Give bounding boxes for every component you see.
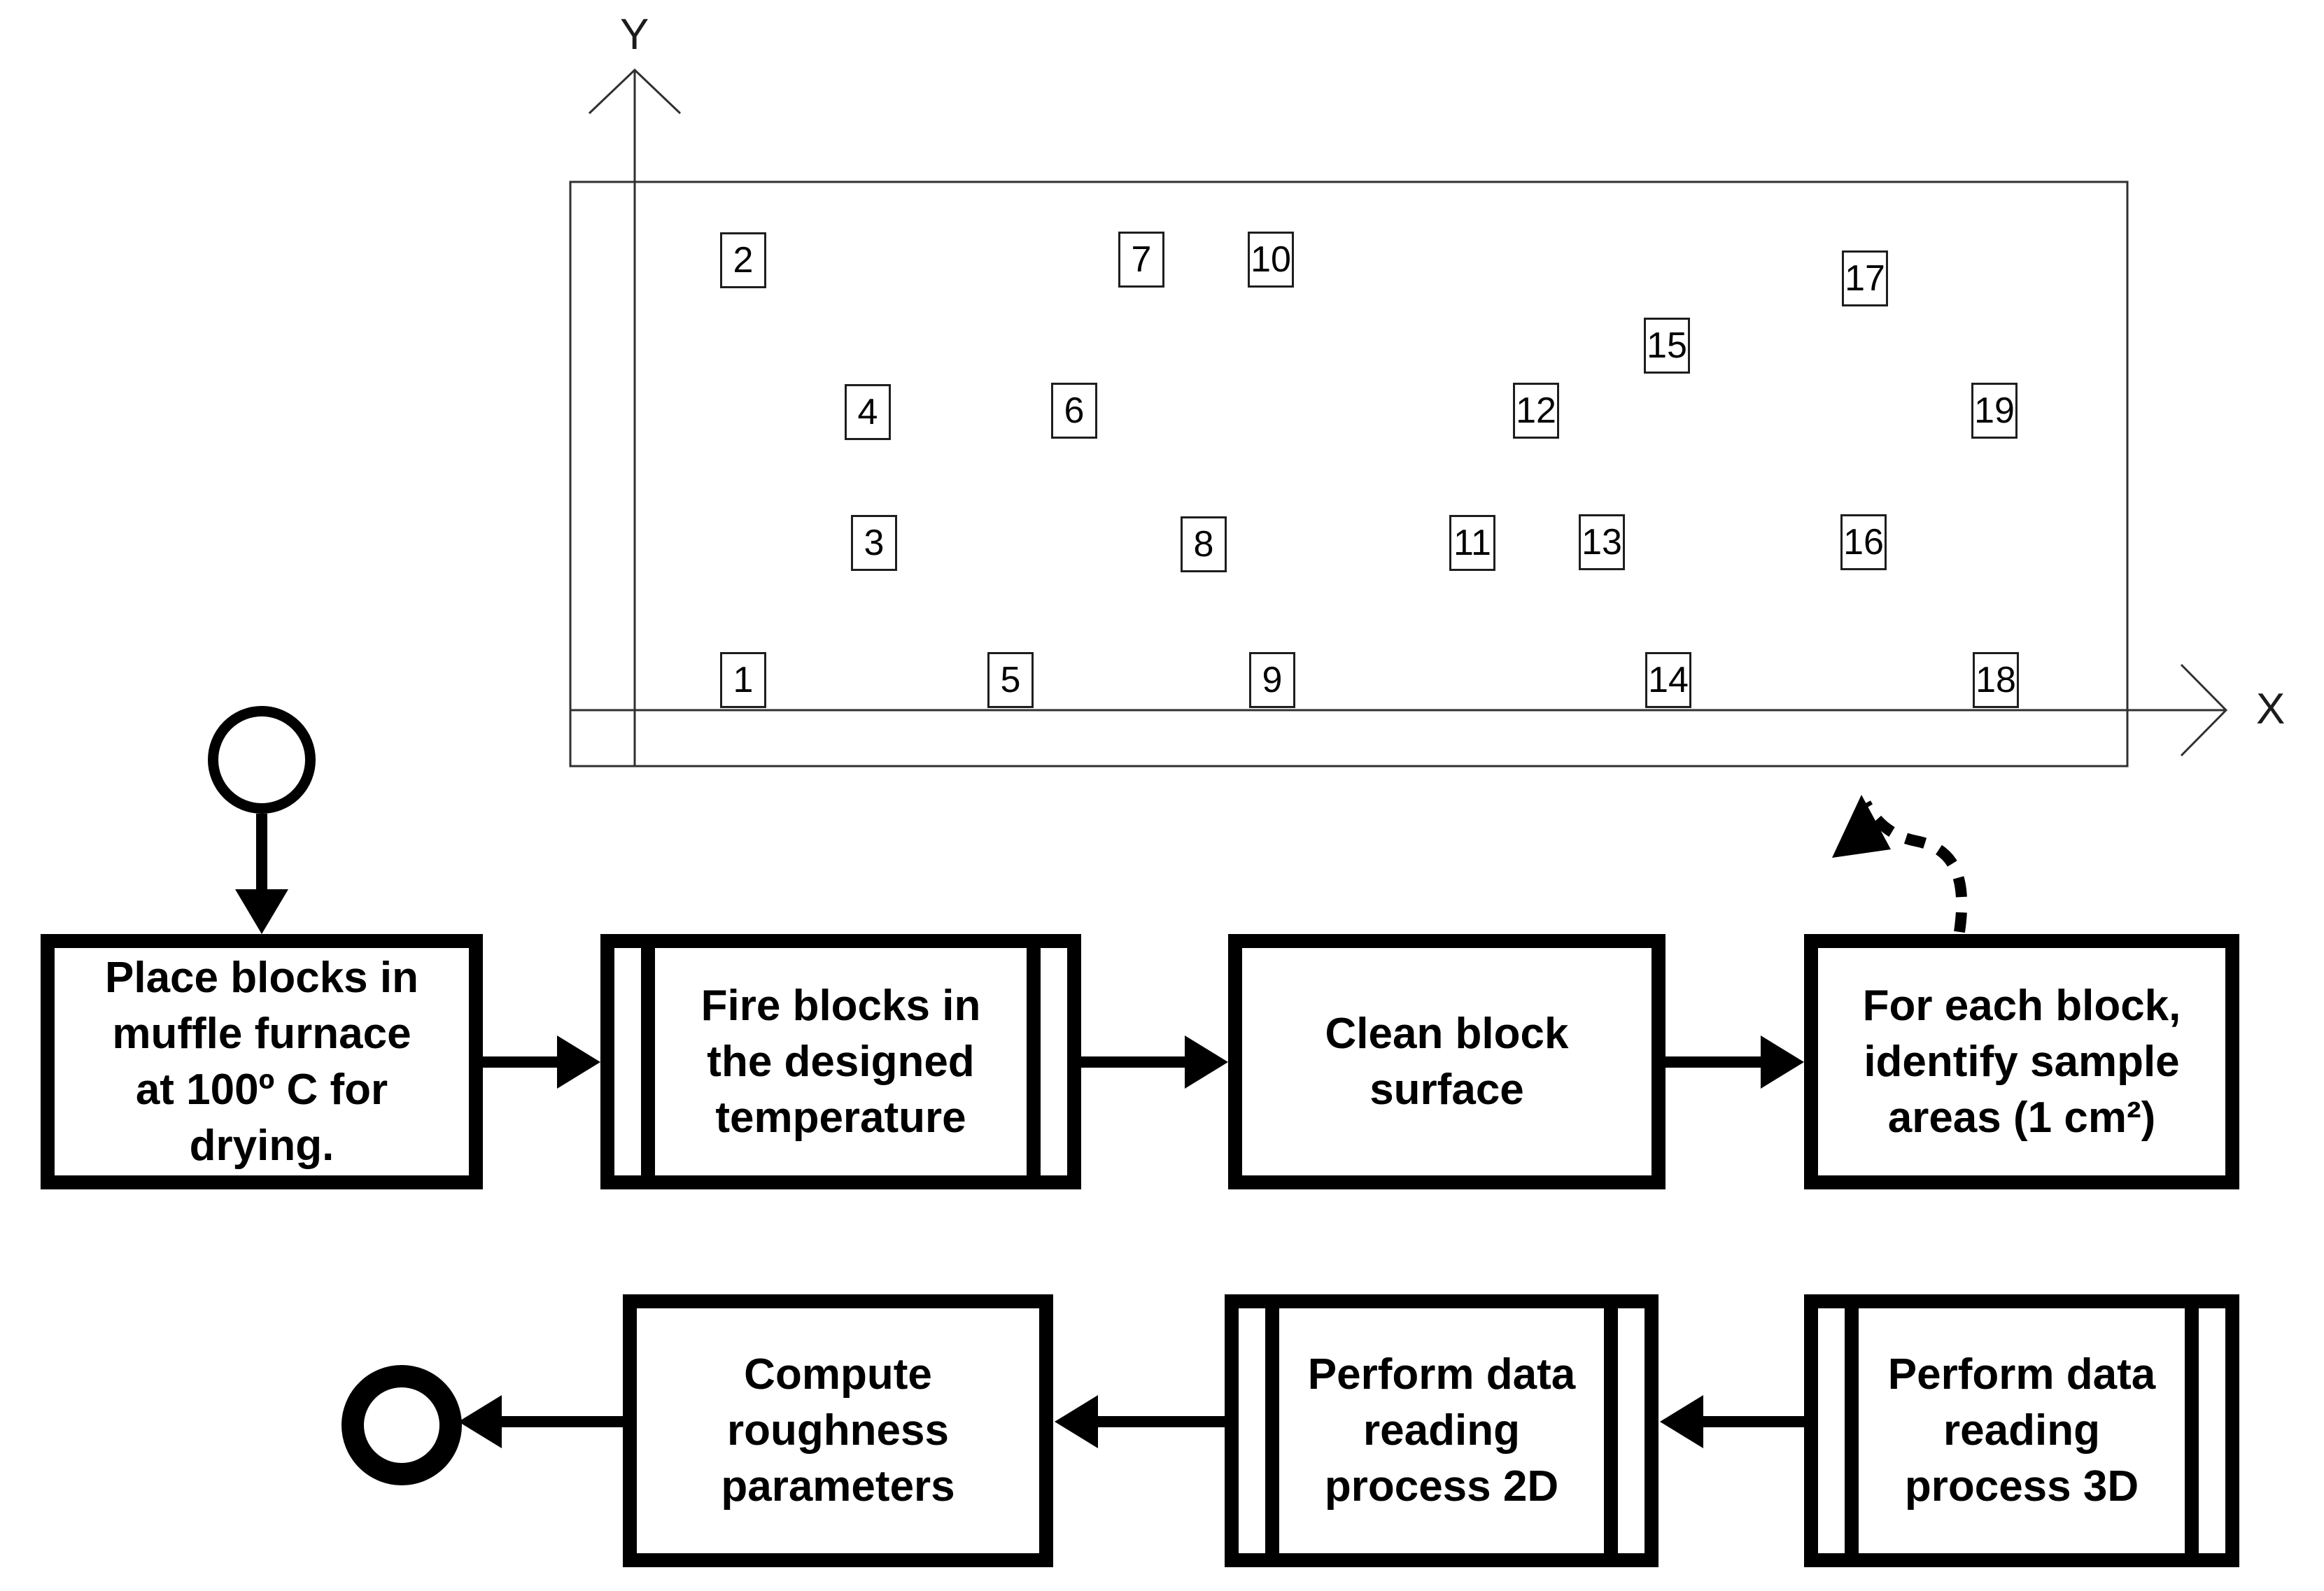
step-clean-surface: Clean block surface bbox=[1228, 934, 1665, 1189]
dashed-callout-arrow bbox=[1832, 795, 1968, 933]
sample-box-6: 6 bbox=[1051, 383, 1097, 439]
step-identify-areas: For each block, identify sample areas (1… bbox=[1804, 934, 2239, 1189]
arrowhead-left-icon bbox=[1660, 1395, 1703, 1448]
arrowhead-right-icon bbox=[557, 1035, 600, 1089]
block-outline-rect bbox=[569, 181, 2129, 768]
arrowhead-left-icon bbox=[458, 1395, 502, 1448]
step-label: Perform data reading process 3D bbox=[1887, 1350, 2156, 1511]
sample-box-18: 18 bbox=[1973, 652, 2019, 708]
sample-box-11: 11 bbox=[1449, 515, 1495, 571]
y-axis-label: Y bbox=[620, 10, 649, 59]
sample-box-19: 19 bbox=[1971, 383, 2017, 439]
arrow-2d-to-compute bbox=[1055, 1395, 1225, 1448]
sample-box-3: 3 bbox=[851, 515, 897, 571]
predefined-bar-icon bbox=[1027, 948, 1041, 1175]
sample-box-15: 15 bbox=[1644, 318, 1690, 374]
arrow-start-to-place-blocks bbox=[235, 814, 288, 934]
sample-box-13: 13 bbox=[1579, 514, 1625, 570]
step-compute-roughness: Compute roughness parameters bbox=[623, 1294, 1053, 1567]
arrow-fire-to-clean bbox=[1081, 1035, 1228, 1089]
arrow-3d-to-2d bbox=[1660, 1395, 1804, 1448]
predefined-bar-icon bbox=[1265, 1308, 1279, 1553]
sample-box-9: 9 bbox=[1249, 652, 1295, 708]
step-label: Perform data reading process 2D bbox=[1307, 1350, 1576, 1511]
step-place-blocks: Place blocks in muffle furnace at 100º C… bbox=[41, 934, 483, 1189]
arrow-place-to-fire bbox=[483, 1035, 600, 1089]
step-label: Clean block surface bbox=[1325, 1009, 1569, 1114]
x-axis bbox=[570, 663, 2228, 757]
sample-box-1: 1 bbox=[720, 652, 766, 708]
sample-box-12: 12 bbox=[1513, 383, 1559, 439]
arrowhead-right-icon bbox=[1185, 1035, 1228, 1089]
predefined-bar-icon bbox=[641, 948, 655, 1175]
sample-box-16: 16 bbox=[1840, 514, 1887, 570]
x-axis-arrowhead-icon bbox=[2180, 663, 2228, 757]
predefined-bar-icon bbox=[2185, 1308, 2199, 1553]
y-axis bbox=[588, 68, 682, 766]
arrowhead-left-icon bbox=[1055, 1395, 1098, 1448]
arrow-compute-to-end bbox=[458, 1395, 623, 1448]
step-reading-2d: Perform data reading process 2D bbox=[1225, 1294, 1659, 1567]
step-fire-blocks: Fire blocks in the designed temperature bbox=[600, 934, 1081, 1189]
step-label: For each block, identify sample areas (1… bbox=[1862, 981, 2181, 1142]
sample-box-4: 4 bbox=[845, 384, 891, 440]
step-label: Place blocks in muffle furnace at 100º C… bbox=[105, 953, 418, 1170]
x-axis-label: X bbox=[2256, 685, 2286, 733]
dashed-arrowhead-icon bbox=[1832, 795, 1891, 858]
end-node bbox=[341, 1365, 462, 1485]
step-reading-3d: Perform data reading process 3D bbox=[1804, 1294, 2239, 1567]
sample-box-5: 5 bbox=[987, 652, 1034, 708]
step-label: Compute roughness parameters bbox=[721, 1350, 955, 1511]
sample-box-2: 2 bbox=[720, 232, 766, 288]
sample-box-8: 8 bbox=[1181, 516, 1227, 572]
sample-box-7: 7 bbox=[1118, 232, 1164, 288]
sample-box-17: 17 bbox=[1842, 250, 1888, 306]
step-label: Fire blocks in the designed temperature bbox=[700, 981, 981, 1142]
sample-box-10: 10 bbox=[1248, 232, 1294, 288]
arrow-clean-to-identify bbox=[1665, 1035, 1804, 1089]
arrowhead-down-icon bbox=[235, 889, 288, 934]
predefined-bar-icon bbox=[1604, 1308, 1618, 1553]
predefined-bar-icon bbox=[1845, 1308, 1859, 1553]
arrowhead-right-icon bbox=[1761, 1035, 1804, 1089]
start-node bbox=[208, 706, 316, 814]
sample-box-14: 14 bbox=[1645, 652, 1691, 708]
y-axis-arrowhead-icon bbox=[588, 68, 682, 115]
